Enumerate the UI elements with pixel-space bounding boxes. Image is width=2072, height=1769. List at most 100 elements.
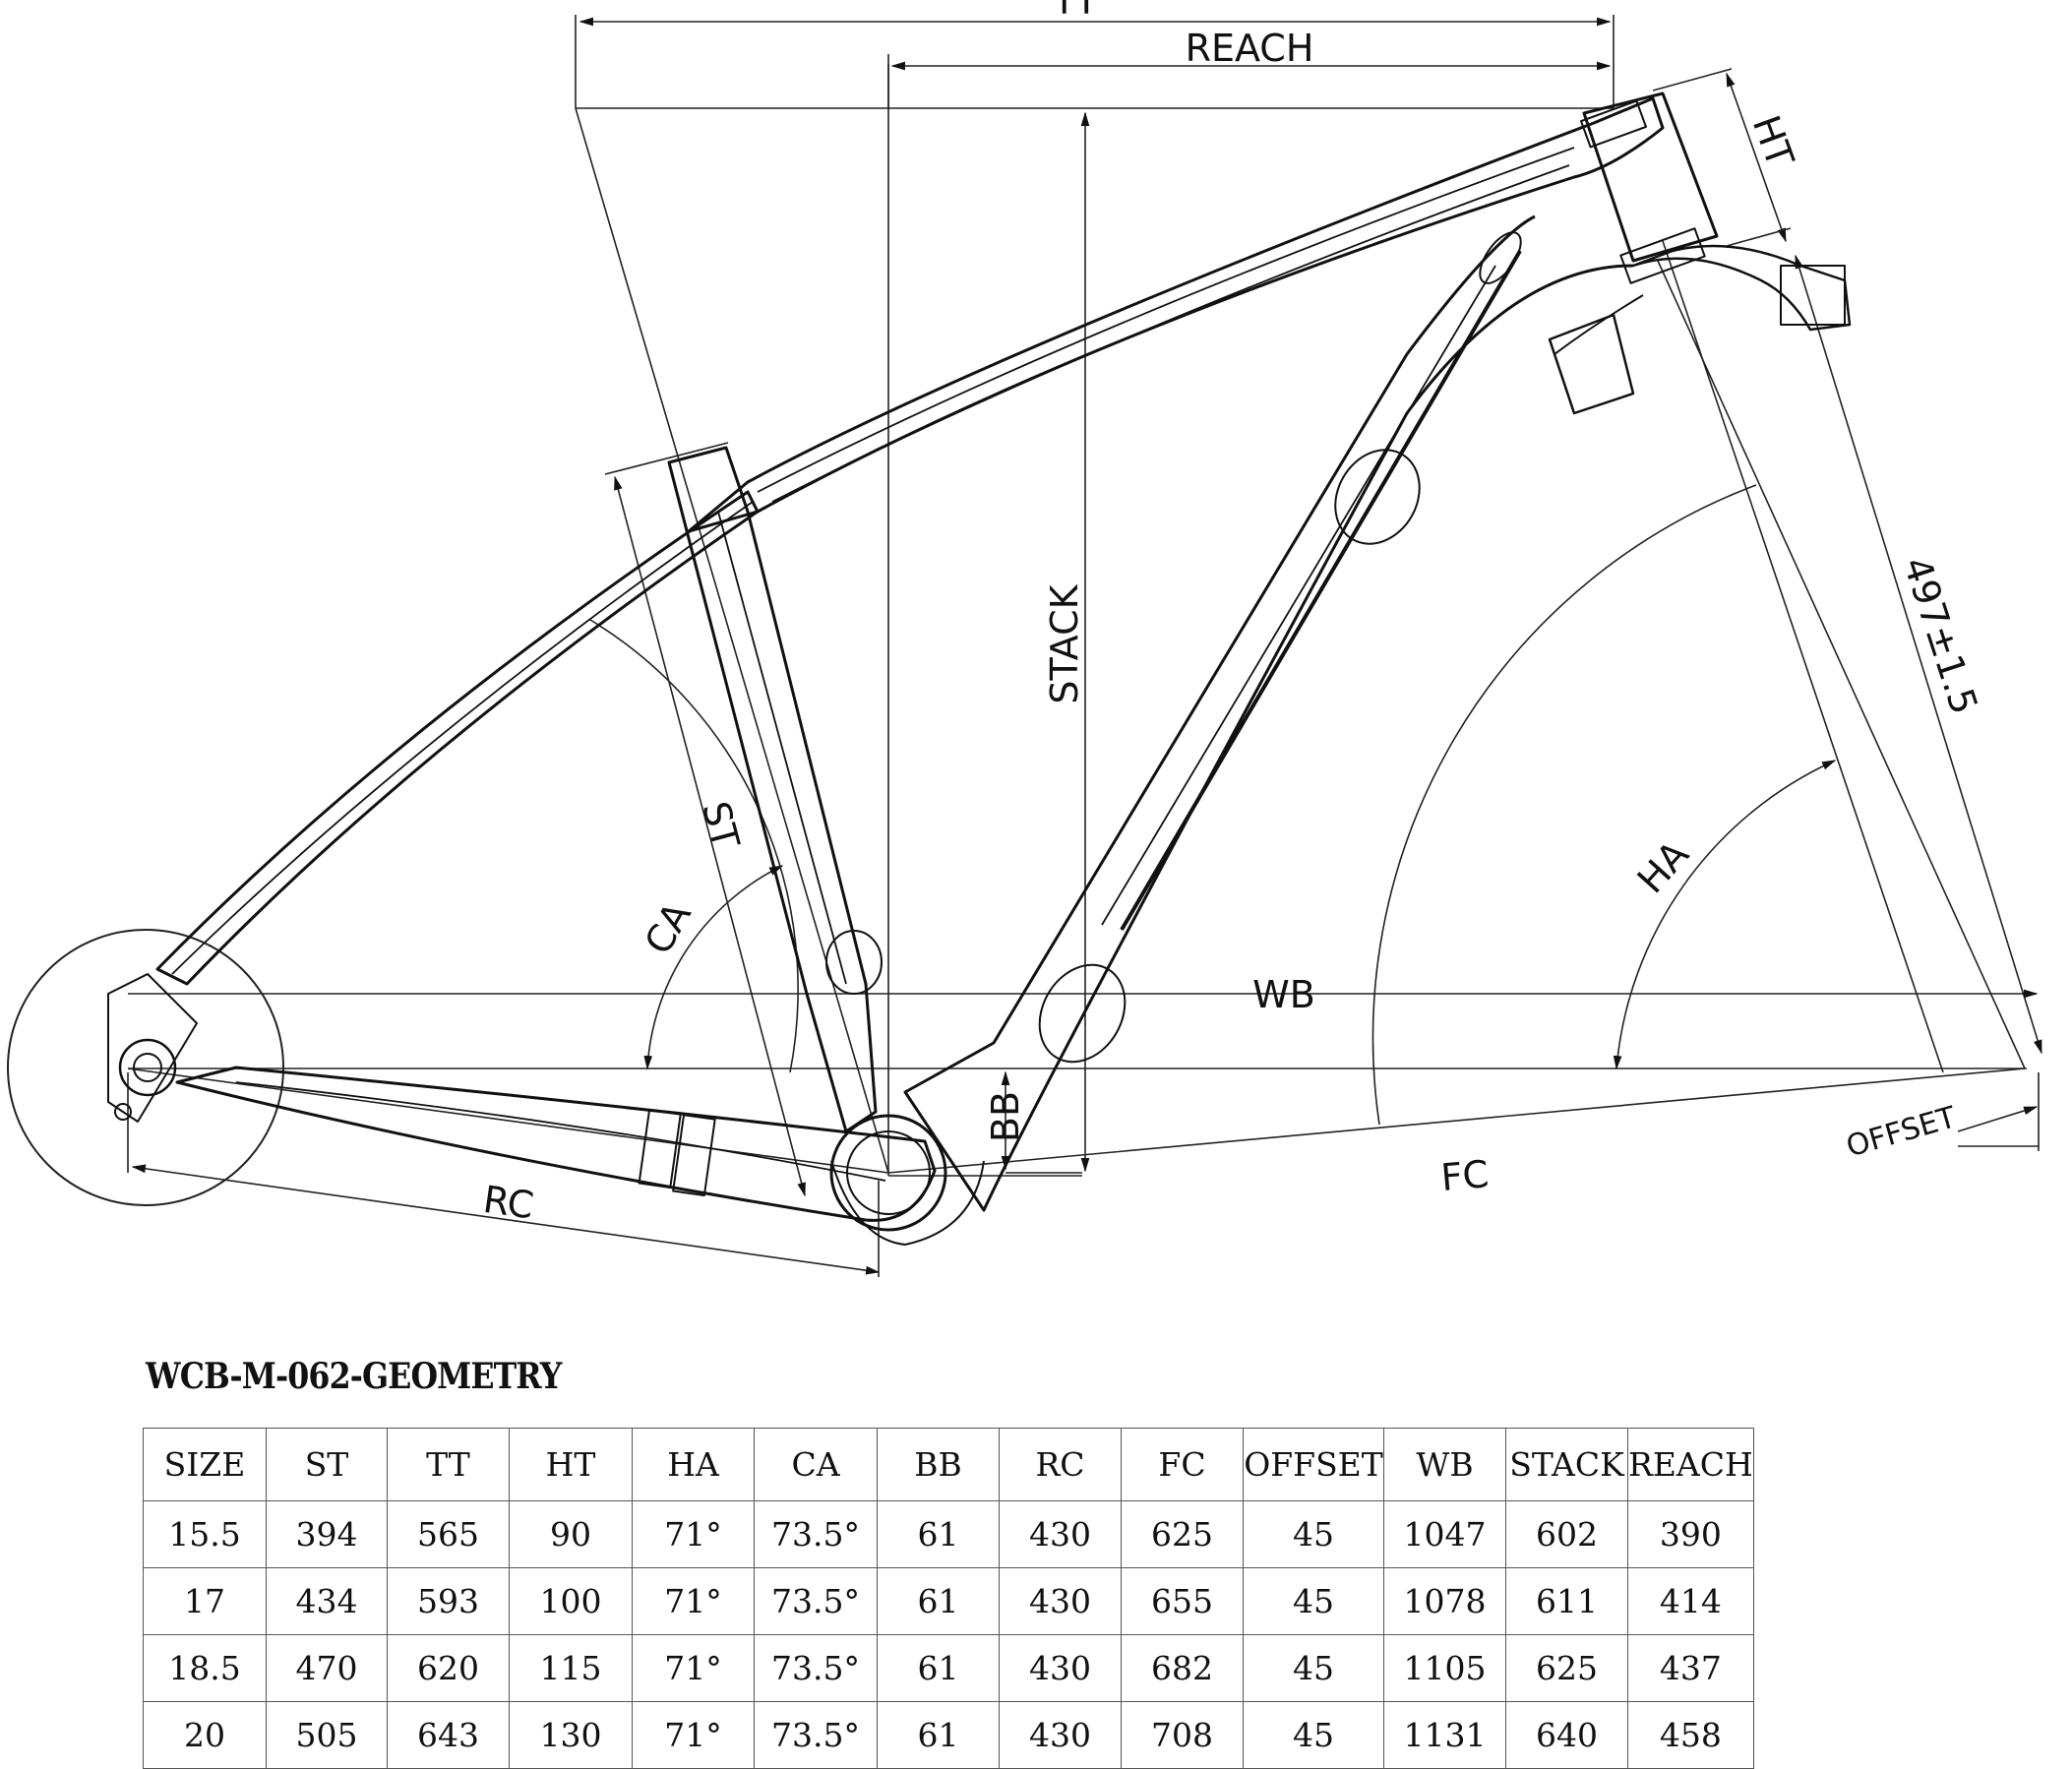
table-cell: 71° (632, 1701, 755, 1769)
st-dimension (614, 475, 806, 1197)
table-cell: 18.5 (143, 1634, 267, 1702)
header-cell: BB (877, 1428, 1000, 1501)
ht-dimension (1726, 72, 1787, 243)
header-cell: SIZE (143, 1428, 267, 1501)
table-cell: 73.5° (754, 1500, 878, 1568)
header-cell: STACK (1505, 1428, 1628, 1501)
table-cell: 625 (1121, 1500, 1244, 1568)
rc-dimension (131, 1164, 881, 1275)
table-cell: 17 (143, 1567, 267, 1635)
ha-arc-outer (1371, 484, 1757, 1126)
table-cell: 71° (632, 1567, 755, 1635)
bottom-bracket-shell (829, 1114, 947, 1232)
label-rc: RC (480, 1178, 536, 1228)
table-row: 17 434 593 100 71° 73.5° 61 430 655 45 1… (143, 1567, 1754, 1635)
table-cell: 708 (1121, 1701, 1244, 1769)
header-cell: HA (632, 1428, 755, 1501)
header-cell: RC (999, 1428, 1122, 1501)
headset-lower (1548, 313, 1635, 415)
header-cell: WB (1383, 1428, 1506, 1501)
label-offset: OFFSET (1843, 1100, 1961, 1164)
table-cell: 130 (509, 1701, 633, 1769)
table-cell: 100 (509, 1567, 633, 1635)
ca-arc-outer (589, 619, 799, 1073)
table-cell: 394 (266, 1500, 388, 1568)
table-cell: 593 (387, 1567, 510, 1635)
label-fc: FC (1439, 1152, 1491, 1199)
geometry-table-title: WCB-M-062-GEOMETRY (146, 1356, 562, 1397)
fork-crown (1631, 244, 1852, 332)
table-cell: 115 (509, 1634, 633, 1702)
table-cell: 71° (632, 1500, 755, 1568)
table-cell: 73.5° (754, 1701, 878, 1769)
table-cell: 470 (266, 1634, 388, 1702)
header-cell: HT (509, 1428, 633, 1501)
down-tube-port-lower (1038, 963, 1127, 1064)
table-cell: 45 (1243, 1634, 1384, 1702)
header-cell: TT (387, 1428, 510, 1501)
table-cell: 682 (1121, 1634, 1244, 1702)
bike-frame (107, 92, 1852, 1246)
header-cell: OFFSET (1243, 1428, 1384, 1501)
table-row: 20 505 643 130 71° 73.5° 61 430 708 45 1… (143, 1701, 1754, 1769)
table-cell: 73.5° (754, 1567, 878, 1635)
label-fork-length: 497±1.5 (1895, 552, 1986, 719)
table-cell: 458 (1627, 1701, 1754, 1769)
table-cell: 655 (1121, 1567, 1244, 1635)
label-ht: HT (1744, 110, 1802, 173)
offset-dimension (1957, 1106, 2039, 1132)
label-st: ST (694, 797, 748, 854)
table-cell: 430 (999, 1701, 1122, 1769)
table-cell: 15.5 (143, 1500, 267, 1568)
table-cell: 430 (999, 1500, 1122, 1568)
label-wb: WB (1252, 973, 1315, 1016)
table-cell: 71° (632, 1634, 755, 1702)
rear-dropout (118, 1038, 177, 1097)
table-cell: 90 (509, 1500, 633, 1568)
table-cell: 45 (1243, 1701, 1384, 1769)
label-bb: BB (984, 1091, 1027, 1142)
seat-tube (667, 446, 878, 1133)
table-cell: 61 (877, 1701, 1000, 1769)
label-stack: STACK (1043, 583, 1086, 703)
ca-arc-inner (643, 865, 784, 1070)
header-cell: FC (1121, 1428, 1244, 1501)
header-cell: REACH (1627, 1428, 1754, 1501)
table-cell: 602 (1505, 1500, 1628, 1568)
table-cell: 61 (877, 1567, 1000, 1635)
table-cell: 390 (1627, 1500, 1754, 1568)
table-cell: 611 (1505, 1567, 1628, 1635)
down-tube (903, 214, 1634, 1212)
seat-stays (155, 490, 760, 986)
table-cell: 434 (266, 1567, 388, 1635)
down-tube-port (1334, 449, 1421, 545)
top-tube (687, 96, 1665, 533)
table-cell: 620 (387, 1634, 510, 1702)
frame-geometry-drawing: TT REACH HT STACK 497±1.5 ST CA HA WB BB… (7, 0, 2042, 1277)
angle-arcs (589, 484, 1837, 1126)
table-cell: 1078 (1383, 1567, 1506, 1635)
label-ha: HA (1629, 832, 1697, 901)
table-cell: 430 (999, 1634, 1122, 1702)
label-ca: CA (637, 895, 700, 961)
table-cell: 643 (387, 1701, 510, 1769)
table-cell: 45 (1243, 1500, 1384, 1568)
table-row: 18.5 470 620 115 71° 73.5° 61 430 682 45… (143, 1634, 1754, 1702)
label-reach: REACH (1186, 27, 1314, 70)
geometry-table: SIZE ST TT HT HA CA BB RC FC OFFSET WB S… (143, 1428, 1754, 1769)
table-cell: 640 (1505, 1701, 1628, 1769)
table-row: 15.5 394 565 90 71° 73.5° 61 430 625 45 … (143, 1500, 1754, 1568)
fork-dimension (1795, 254, 2042, 1055)
table-cell: 20 (143, 1701, 267, 1769)
table-cell: 430 (999, 1567, 1122, 1635)
label-tt: TT (1052, 0, 1099, 23)
table-cell: 1105 (1383, 1634, 1506, 1702)
table-cell: 437 (1627, 1634, 1754, 1702)
table-cell: 61 (877, 1500, 1000, 1568)
table-cell: 1131 (1383, 1701, 1506, 1769)
ha-arc-inner (1613, 760, 1837, 1070)
table-cell: 505 (266, 1701, 388, 1769)
table-cell: 1047 (1383, 1500, 1506, 1568)
table-header-row: SIZE ST TT HT HA CA BB RC FC OFFSET WB S… (143, 1428, 1754, 1501)
table-cell: 414 (1627, 1567, 1754, 1635)
